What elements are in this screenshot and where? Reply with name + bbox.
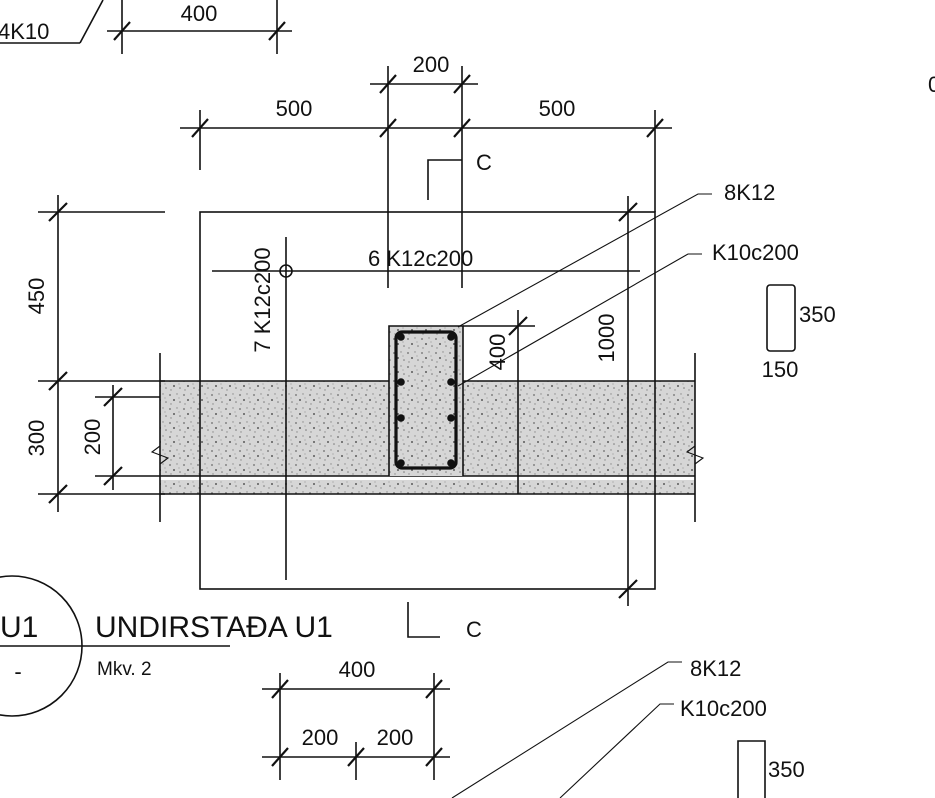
dim-bottom-200-left: 200 xyxy=(302,725,339,750)
dim-bottom-400: 400 xyxy=(339,657,376,682)
symbol-sub: - xyxy=(14,659,21,684)
section-label-bottom: C xyxy=(466,617,482,642)
stirrup-top-height: 350 xyxy=(799,302,836,327)
dim-height-450: 450 xyxy=(24,278,49,315)
symbol-id: U1 xyxy=(0,611,38,644)
dim-height-400: 400 xyxy=(485,334,510,371)
drawing-scale: Mkv. 2 xyxy=(97,659,152,680)
dim-left-500: 500 xyxy=(276,96,313,121)
dim-height-1000: 1000 xyxy=(594,314,619,363)
dim-height-200: 200 xyxy=(80,419,105,456)
drawing-title: UNDIRSTAÐA U1 xyxy=(95,611,333,644)
rebar-label-k10c200: K10c200 xyxy=(712,240,799,265)
rebar-label-8k12: 8K12 xyxy=(724,180,775,205)
stirrup-bottom-height: 350 xyxy=(768,757,805,782)
edge-fragment: 0 xyxy=(928,72,935,97)
top-dimensions: 200 500 500 xyxy=(180,52,672,288)
dim-column-200: 200 xyxy=(413,52,450,77)
section-mark-bottom: C xyxy=(407,602,482,642)
bottom-rebar-annotations: 8K12 K10c200 xyxy=(451,656,767,798)
left-dimensions: 450 300 200 xyxy=(24,195,165,512)
rebar-label-k10c200-bottom: K10c200 xyxy=(680,696,767,721)
rebar-annotations: 6 K12c200 7 K12c200 8K12 K10c200 xyxy=(250,180,799,387)
stirrup-shape-bottom: 350 xyxy=(737,740,805,798)
stirrup xyxy=(394,330,458,470)
stirrup-top-width: 150 xyxy=(762,357,799,382)
dim-bottom-200-right: 200 xyxy=(377,725,414,750)
dim-right-500: 500 xyxy=(539,96,576,121)
inner-dimensions: 400 1000 xyxy=(463,196,638,606)
top-left-detail: 4K10 400 xyxy=(0,0,292,54)
stirrup-shape-top: 350 150 xyxy=(762,284,836,382)
rebar-label-4k10: 4K10 xyxy=(0,19,49,44)
rebar-label-8k12-bottom: 8K12 xyxy=(690,656,741,681)
section-mark-top: C xyxy=(427,150,492,200)
section-label-top: C xyxy=(476,150,492,175)
dim-height-300: 300 xyxy=(24,420,49,457)
column-upstand xyxy=(389,326,463,476)
plan-view xyxy=(150,211,705,590)
dim-top-left-400: 400 xyxy=(181,1,218,26)
rebar-label-6k12c200: 6 K12c200 xyxy=(368,246,473,271)
rebar-label-7k12c200: 7 K12c200 xyxy=(250,247,275,352)
title-block: U1 - UNDIRSTAÐA U1 Mkv. 2 xyxy=(0,575,333,717)
bottom-dimensions: 400 200 200 xyxy=(262,657,450,780)
